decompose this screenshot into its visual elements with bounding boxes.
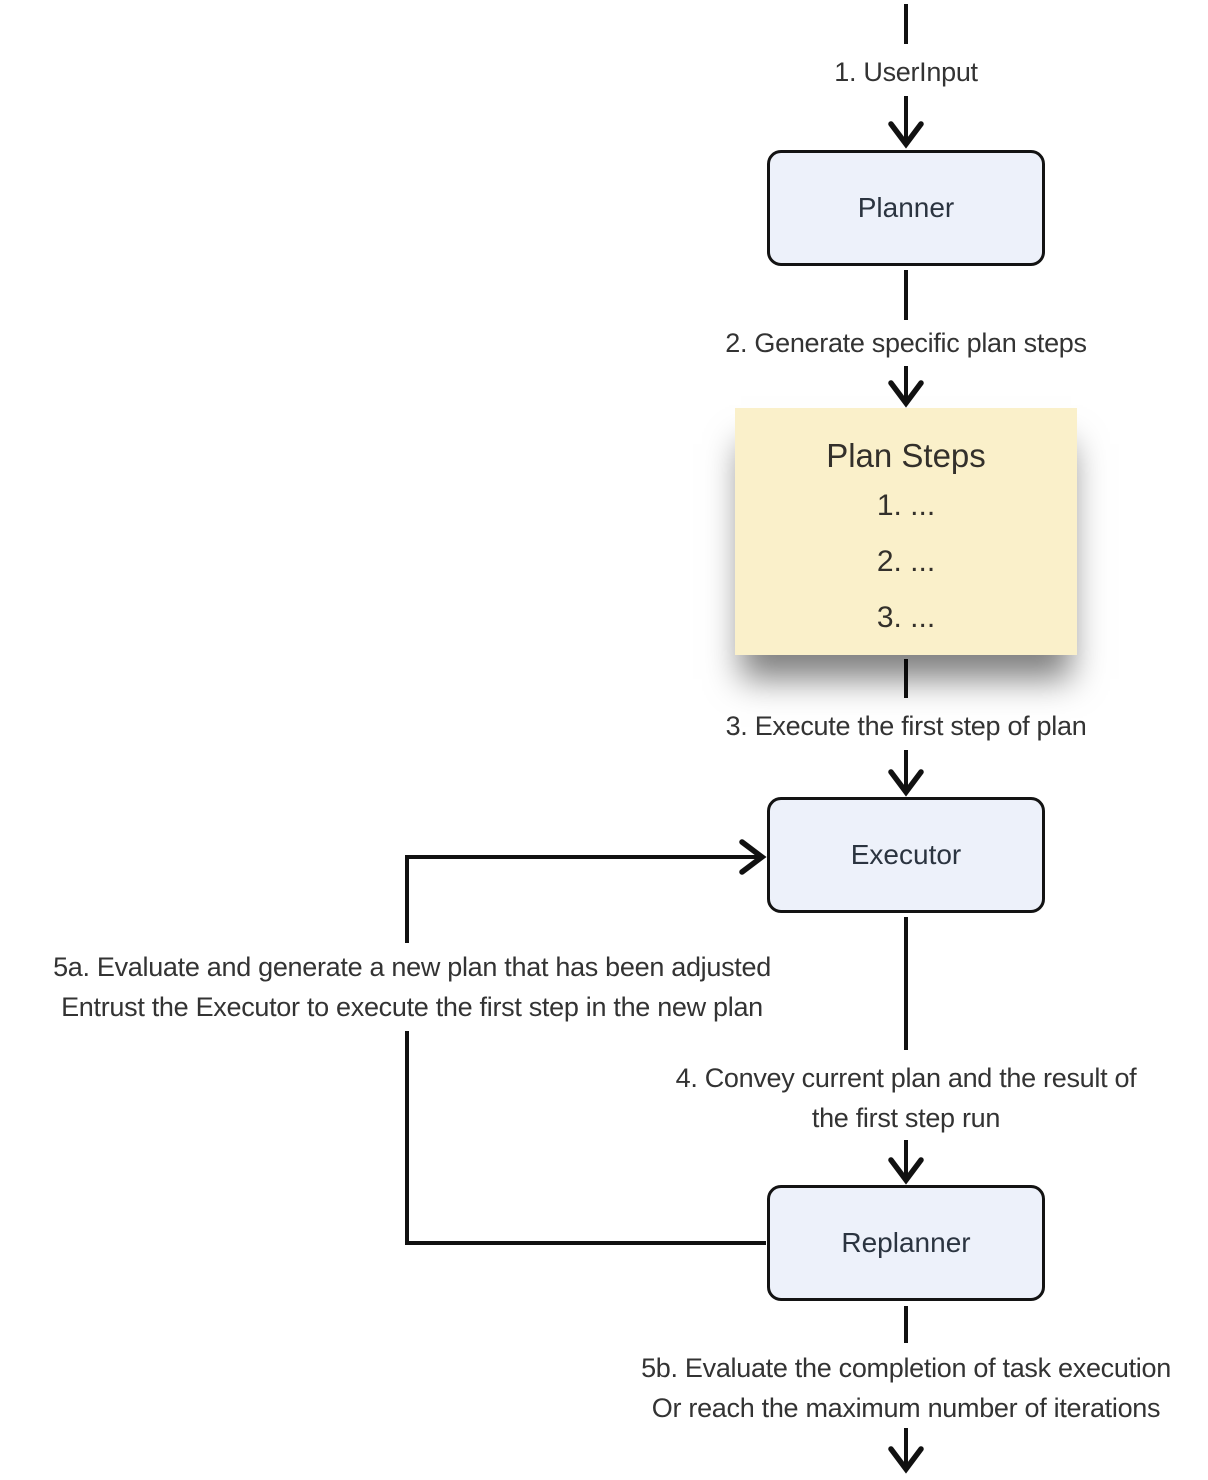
edge-generate-arrowhead	[888, 380, 924, 408]
planner-node: Planner	[767, 150, 1045, 266]
edge-replan-loop-line	[405, 855, 766, 1245]
edge-label-generate-plan: 2. Generate specific plan steps	[725, 328, 1087, 358]
edge-convey-arrowhead	[888, 1157, 924, 1185]
edge-label-execute-first-step: 3. Execute the first step of plan	[725, 711, 1087, 741]
edge-label-evaluate-completion-line2: Or reach the maximum number of iteration…	[651, 1393, 1161, 1423]
planner-node-label: Planner	[857, 192, 955, 223]
executor-node-label: Executor	[850, 839, 962, 870]
edge-label-replan-line1: 5a. Evaluate and generate a new plan tha…	[53, 952, 771, 982]
edge-execute-arrowhead	[888, 769, 924, 797]
edge-userinput-arrowhead	[888, 121, 924, 149]
edge-label-evaluate-completion: 5b. Evaluate the completion of task exec…	[641, 1348, 1171, 1428]
edge-label-replan-line2: Entrust the Executor to execute the firs…	[61, 992, 763, 1022]
plan-step-item-3: 3. ...	[876, 601, 936, 634]
edge-replan-loop-arrowhead	[739, 839, 767, 875]
edge-label-userinput: 1. UserInput	[834, 57, 978, 87]
plan-step-item-2: 2. ...	[876, 545, 936, 578]
replanner-node-label: Replanner	[841, 1227, 971, 1258]
edge-label-replan: 5a. Evaluate and generate a new plan tha…	[43, 943, 781, 1031]
replanner-node: Replanner	[767, 1185, 1045, 1301]
edge-complete-arrowhead	[888, 1446, 924, 1474]
edge-label-evaluate-completion-line1: 5b. Evaluate the completion of task exec…	[641, 1353, 1171, 1383]
edge-label-convey-result: 4. Convey current plan and the result of…	[676, 1058, 1137, 1138]
executor-node: Executor	[767, 797, 1045, 913]
plan-steps-title: Plan Steps	[826, 437, 986, 474]
plan-steps-note: Plan Steps 1. ... 2. ... 3. ...	[735, 408, 1077, 655]
edge-label-convey-result-line1: 4. Convey current plan and the result of	[675, 1063, 1137, 1093]
plan-step-item-1: 1. ...	[876, 489, 936, 522]
edge-label-convey-result-line2: the first step run	[811, 1103, 1001, 1133]
